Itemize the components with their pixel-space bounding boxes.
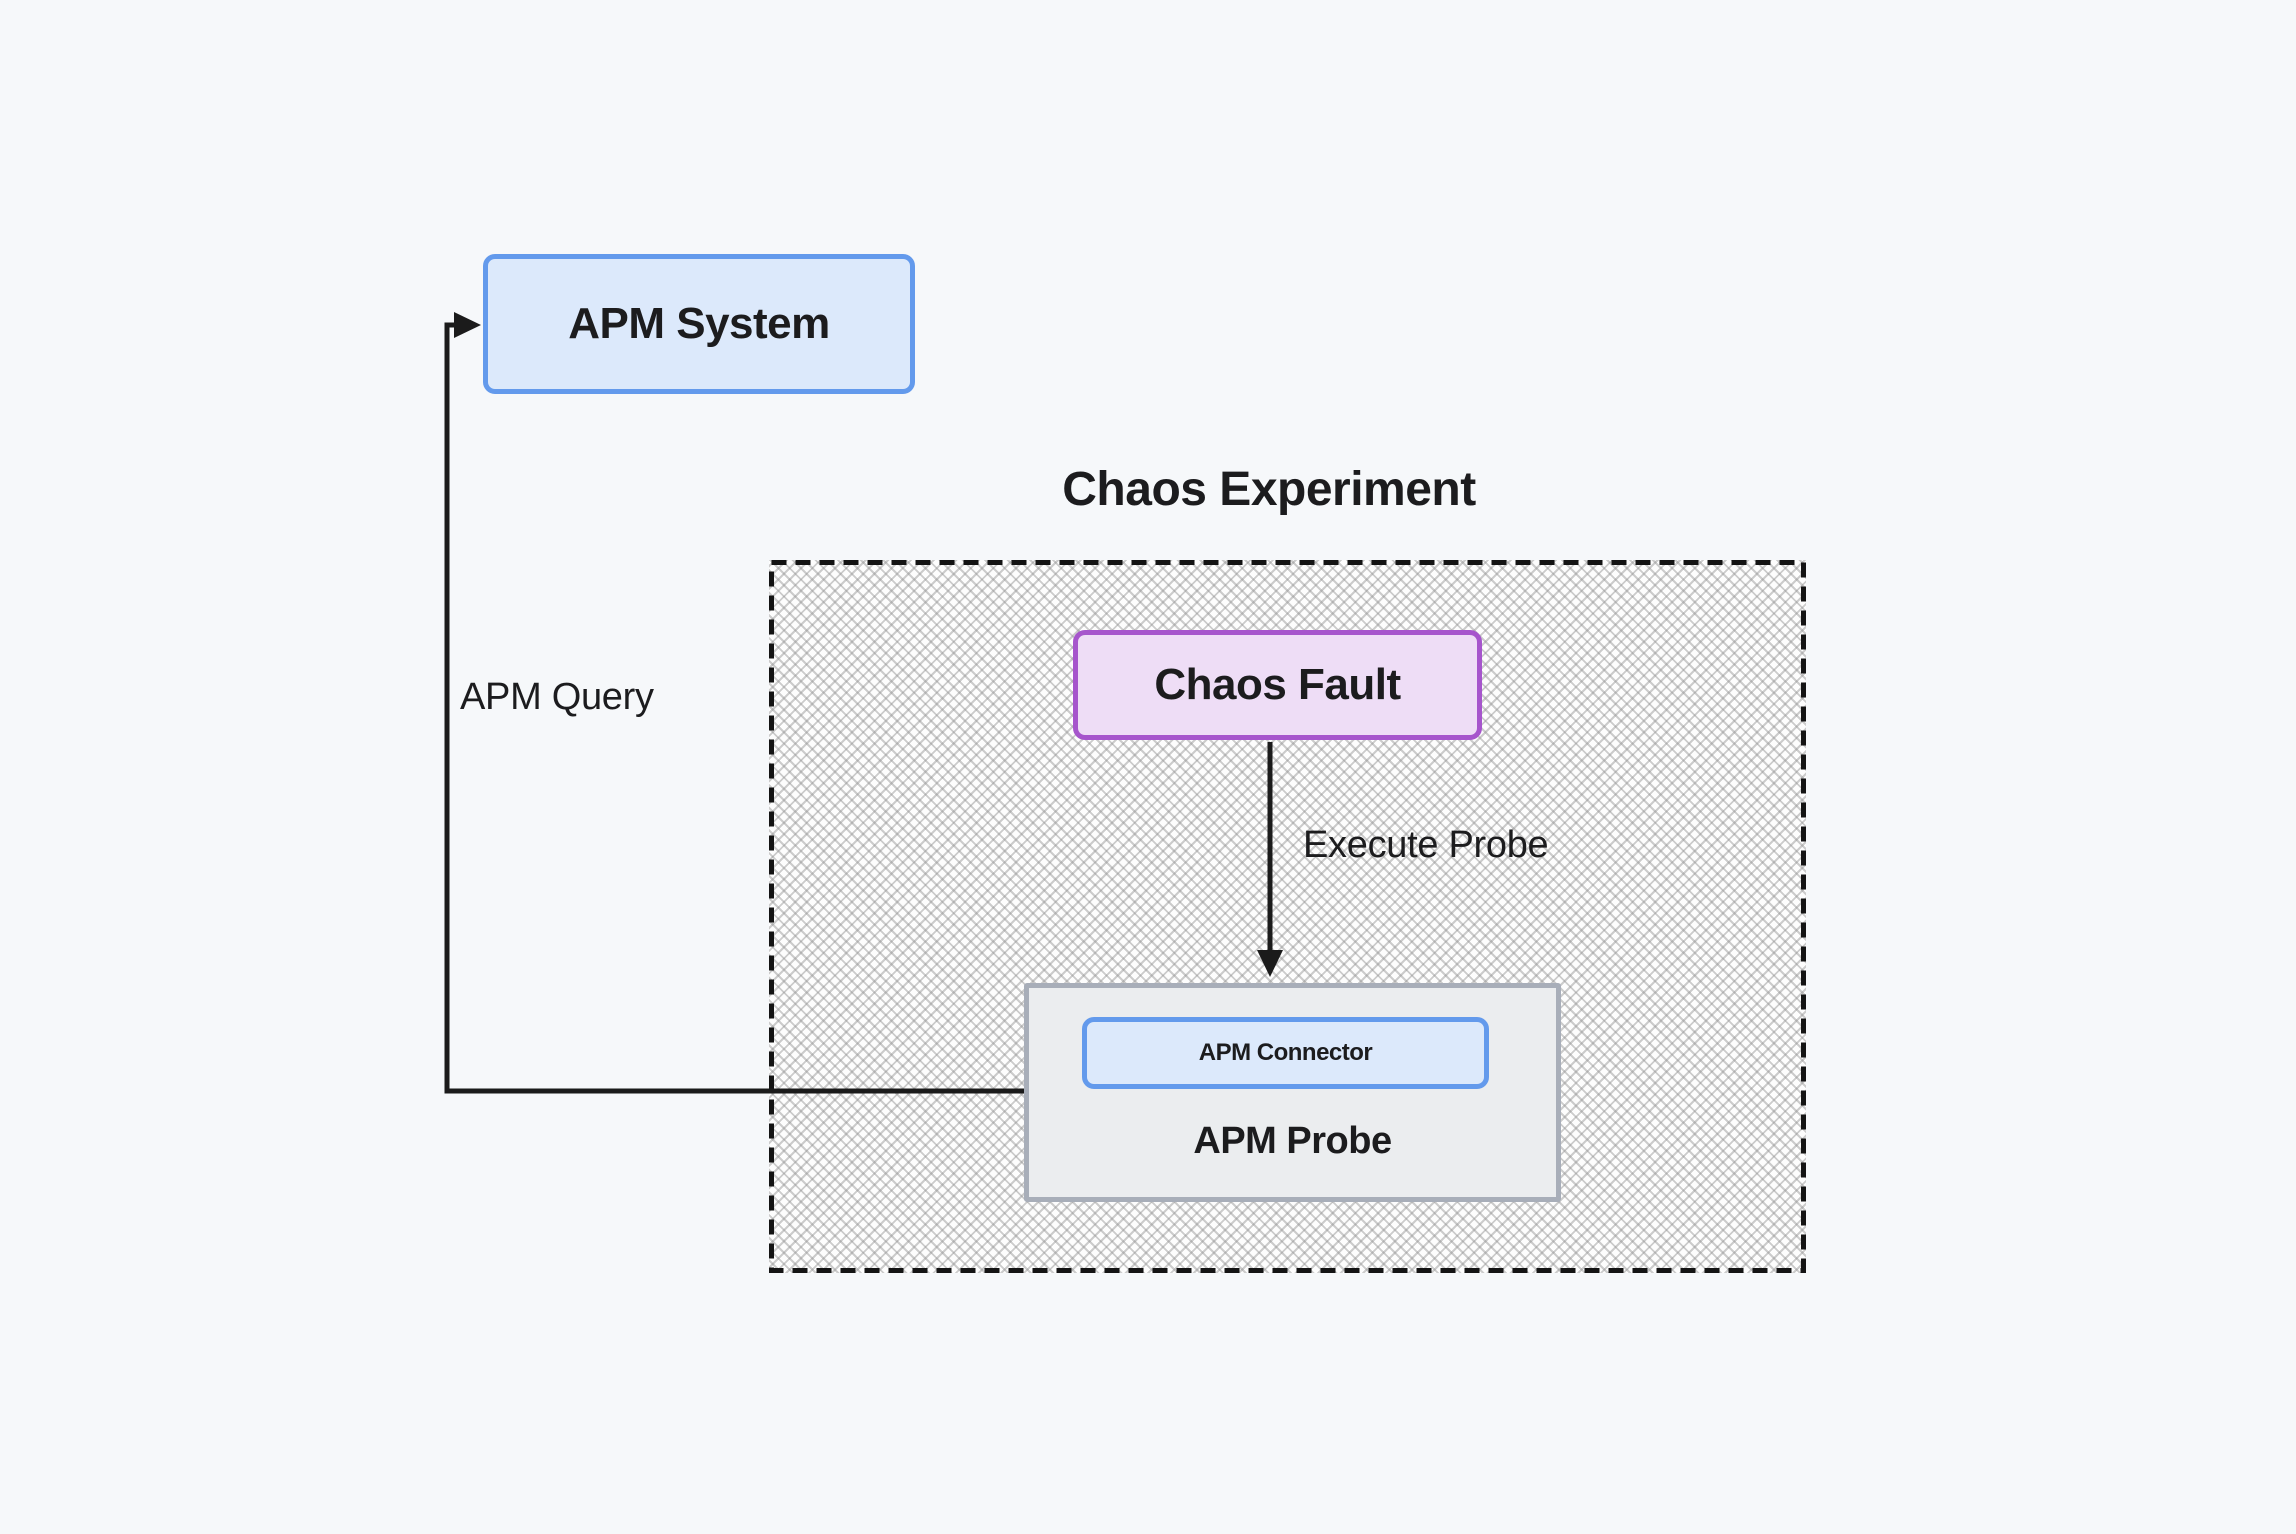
- node-apm-connector: APM Connector: [1082, 1017, 1489, 1089]
- node-apm-connector-label: APM Connector: [1198, 1039, 1373, 1066]
- node-apm-probe: APM Connector APM Probe: [1024, 983, 1561, 1202]
- node-chaos-fault-label: Chaos Fault: [1154, 660, 1401, 709]
- arrowhead-right-icon: [454, 312, 481, 338]
- node-apm-system: APM System: [483, 254, 915, 394]
- edge-label-apm-query: APM Query: [460, 676, 654, 718]
- node-apm-probe-label: APM Probe: [1193, 1120, 1392, 1162]
- diagram-title: Chaos Experiment: [1062, 463, 1476, 516]
- apm-query-edge-line: [444, 322, 1024, 1094]
- node-chaos-fault: Chaos Fault: [1073, 630, 1482, 740]
- chaos-experiment-dashed-border: [769, 560, 1806, 1273]
- node-apm-system-label: APM System: [568, 299, 830, 348]
- arrowhead-down-icon: [1257, 950, 1283, 977]
- edge-label-execute-probe: Execute Probe: [1303, 824, 1549, 866]
